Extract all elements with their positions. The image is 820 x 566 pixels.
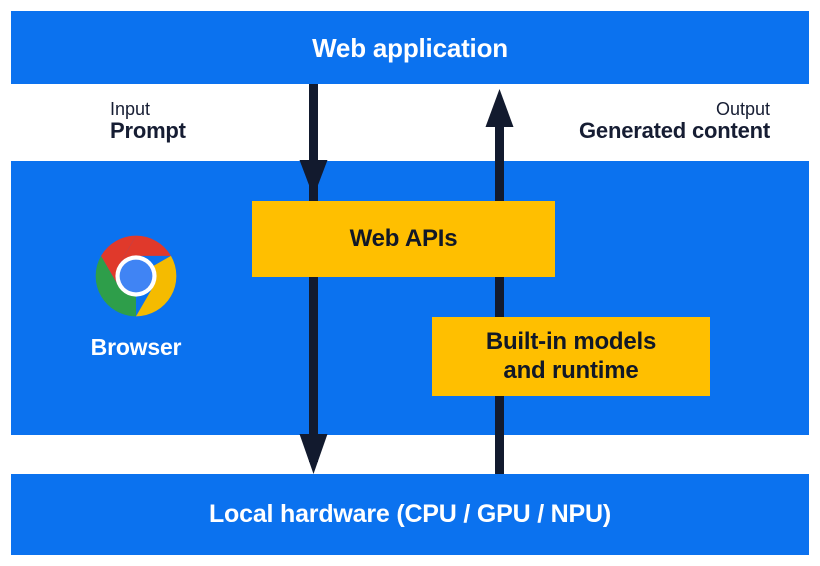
chrome-logo-icon bbox=[95, 235, 177, 317]
box-web-apis: Web APIs bbox=[252, 201, 555, 277]
browser-block: Browser bbox=[55, 234, 217, 359]
browser-label: Browser bbox=[90, 334, 182, 360]
builtin-models-label: Built-in models and runtime bbox=[485, 328, 657, 385]
layer-local-hardware: Local hardware (CPU / GPU / NPU) bbox=[11, 474, 809, 555]
local-hardware-label: Local hardware (CPU / GPU / NPU) bbox=[208, 500, 611, 528]
input-value: Prompt bbox=[110, 118, 186, 144]
annotation-output: Output Generated content bbox=[579, 99, 770, 144]
web-apis-label: Web APIs bbox=[349, 224, 458, 252]
web-application-label: Web application bbox=[312, 32, 508, 63]
builtin-models-line-2: and runtime bbox=[503, 356, 639, 384]
annotation-input: Input Prompt bbox=[110, 99, 186, 144]
layer-web-application: Web application bbox=[11, 11, 809, 84]
output-value: Generated content bbox=[579, 118, 770, 144]
input-kicker: Input bbox=[110, 99, 151, 119]
builtin-models-line-1: Built-in models bbox=[485, 328, 657, 356]
box-builtin-models: Built-in models and runtime bbox=[432, 317, 710, 396]
output-kicker: Output bbox=[715, 99, 770, 119]
